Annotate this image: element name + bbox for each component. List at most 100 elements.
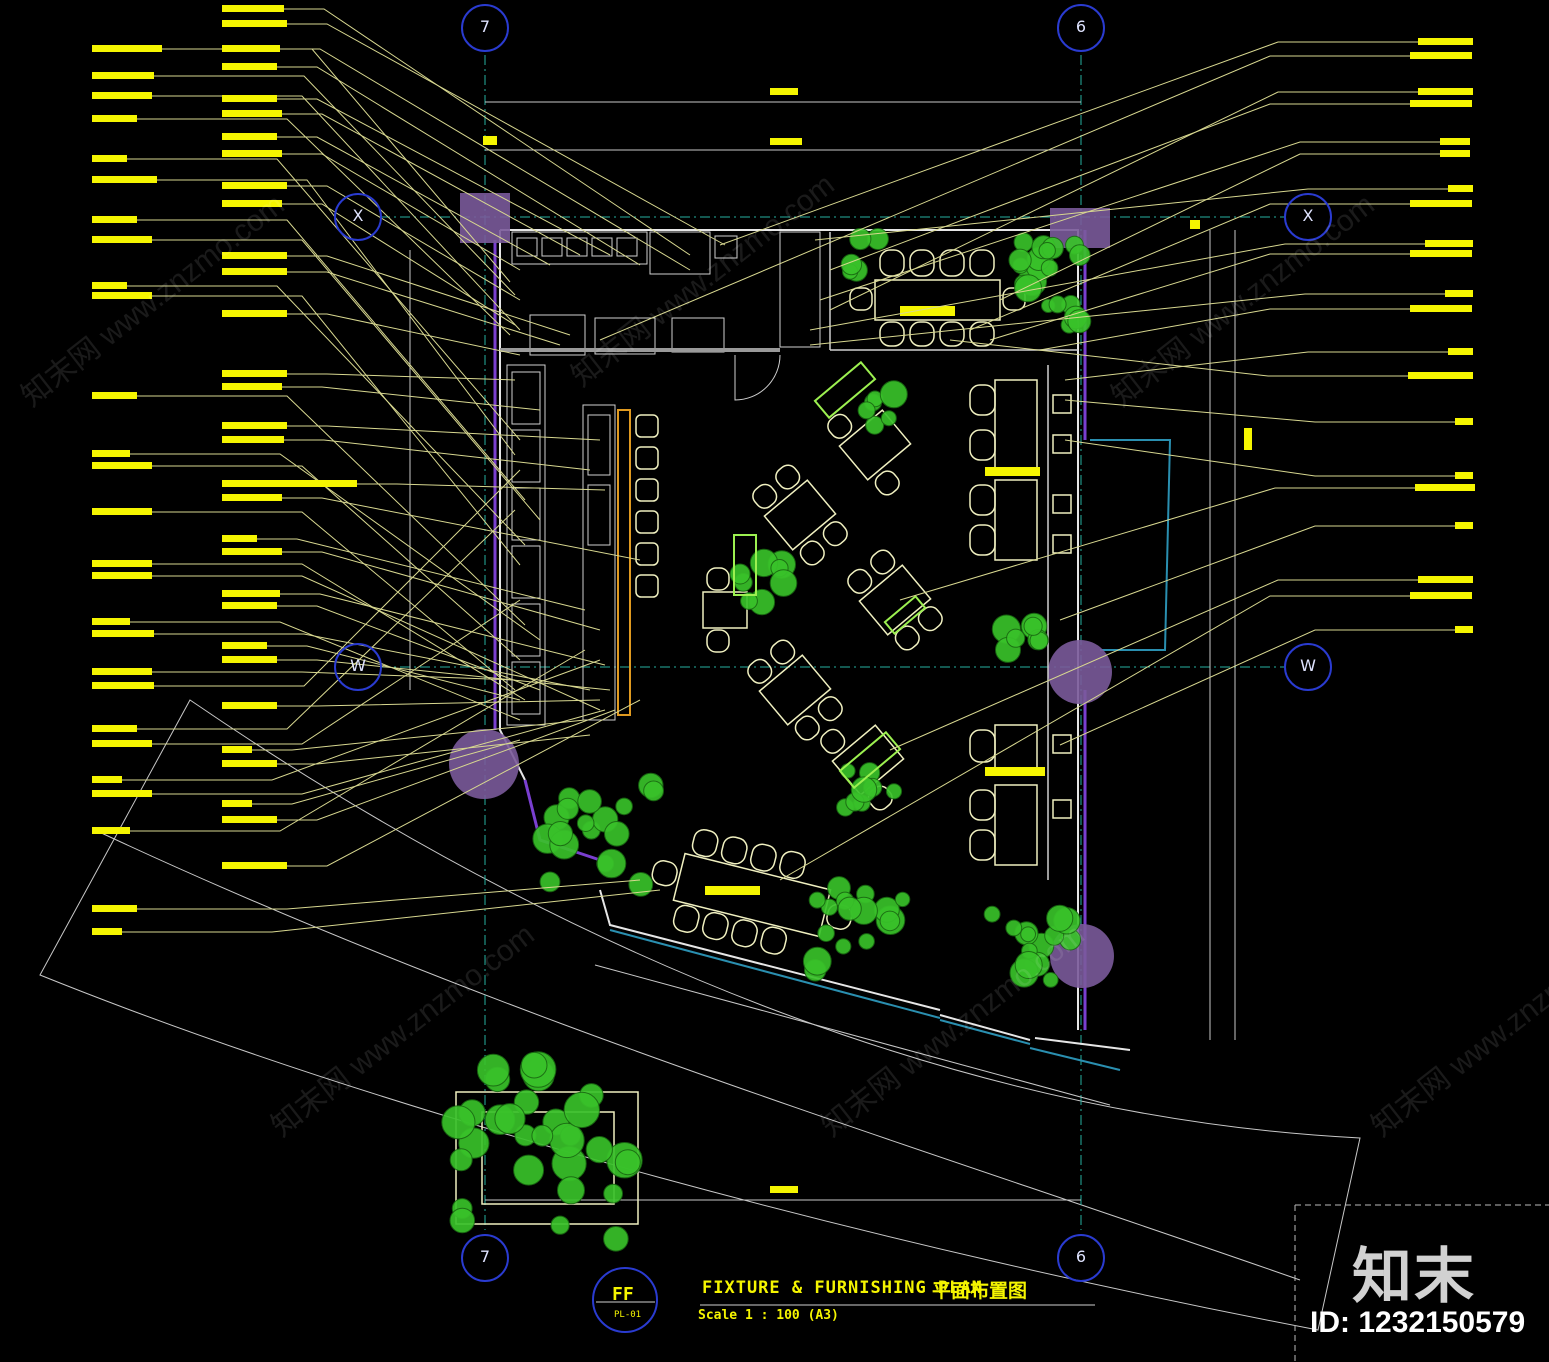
booth-seating	[969, 365, 1072, 880]
leader-line	[152, 575, 601, 711]
shrub	[1067, 309, 1092, 334]
note-tag	[222, 702, 277, 709]
room-tag	[900, 306, 955, 316]
note-tag	[1425, 240, 1473, 247]
shrub	[576, 814, 595, 833]
shrub	[769, 569, 798, 597]
note-tag	[1418, 576, 1473, 583]
leader-line	[1059, 629, 1455, 746]
note-tag	[222, 548, 282, 555]
note-tag	[222, 602, 277, 609]
note-tag	[222, 20, 287, 27]
leader-line	[152, 599, 521, 745]
shrub	[449, 1207, 476, 1234]
shrub	[539, 871, 561, 893]
note-tag	[1448, 348, 1473, 355]
shrub	[885, 783, 903, 800]
note-tag	[92, 282, 127, 289]
shrub	[849, 227, 872, 251]
leader-line	[277, 734, 591, 765]
shrub	[850, 776, 878, 803]
note-tag	[1410, 250, 1472, 257]
note-tag	[222, 862, 287, 869]
note-tag	[222, 310, 287, 317]
shrub	[1069, 244, 1091, 266]
leader-line	[154, 633, 591, 691]
note-tag	[92, 682, 154, 689]
leader-line	[819, 141, 1440, 301]
drawing-title: FIXTURE & FURNISHING PLAN	[702, 1278, 983, 1298]
shrub	[1005, 919, 1023, 937]
leader-line	[154, 75, 516, 296]
leader-line	[127, 285, 526, 546]
note-tag	[92, 725, 137, 732]
shrub	[531, 1124, 554, 1147]
leader-line	[829, 91, 1418, 311]
note-tag	[92, 236, 152, 243]
leader-line	[287, 699, 641, 867]
note-tag	[222, 383, 282, 390]
leader-line	[282, 203, 516, 326]
shrub	[983, 905, 1001, 923]
shrub	[1020, 926, 1036, 943]
watermark-id: ID: 1232150579	[1310, 1306, 1526, 1339]
leader-line	[277, 709, 616, 821]
note-tag	[1418, 88, 1473, 95]
note-tag	[92, 776, 122, 783]
leader-line	[252, 719, 586, 751]
note-tag	[1455, 626, 1473, 633]
shrub	[585, 1136, 613, 1164]
shrub	[550, 1215, 570, 1235]
shrub	[628, 872, 654, 897]
note-tag	[1408, 372, 1473, 379]
back-counter	[506, 364, 616, 726]
dimension-lines	[409, 101, 1236, 1201]
shrub	[835, 938, 852, 955]
note-tag	[92, 72, 154, 79]
leader-line	[152, 239, 541, 521]
note-tag	[222, 63, 277, 70]
note-tag	[222, 800, 252, 807]
shrub	[557, 1176, 585, 1205]
leader-line	[277, 136, 551, 266]
shrub	[740, 592, 758, 610]
note-tag	[222, 150, 282, 157]
leader-line	[127, 158, 521, 441]
note-tag	[222, 45, 280, 52]
leader-line	[152, 671, 516, 681]
leader-line	[779, 595, 1410, 881]
sheet-code: FF	[612, 1284, 634, 1305]
sheet-frame	[1294, 1204, 1549, 1362]
leader-line	[282, 386, 541, 411]
dining-tables	[702, 409, 943, 811]
shrub	[1046, 904, 1074, 932]
bar-stools	[635, 414, 659, 598]
site-boundary	[39, 699, 1361, 1331]
leader-line	[949, 339, 1408, 377]
leader-line	[1064, 439, 1455, 477]
leader-line	[137, 879, 641, 910]
leader-line	[989, 253, 1410, 341]
drawing-scale: Scale 1 : 100 (A3)	[698, 1308, 839, 1323]
shrub	[879, 380, 908, 409]
leader-line	[357, 483, 606, 491]
note-tag	[222, 642, 267, 649]
shrub	[604, 821, 630, 847]
planting	[441, 227, 1092, 1252]
leader-line	[287, 255, 571, 336]
note-tag	[222, 535, 257, 542]
leader-line	[137, 118, 511, 336]
note-tag	[92, 560, 152, 567]
note-tag	[1440, 150, 1470, 157]
note-tag	[92, 827, 130, 834]
shrub	[880, 410, 897, 427]
leader-line	[152, 511, 516, 691]
leader-line	[122, 659, 601, 781]
grid-label-x-right: X	[1302, 206, 1314, 225]
shrub	[494, 1103, 526, 1135]
grid-label-7-bottom: 7	[479, 1247, 491, 1266]
leader-line	[287, 373, 516, 381]
note-tag	[1415, 484, 1475, 491]
note-tag	[1410, 52, 1472, 59]
leader-line	[252, 739, 521, 805]
